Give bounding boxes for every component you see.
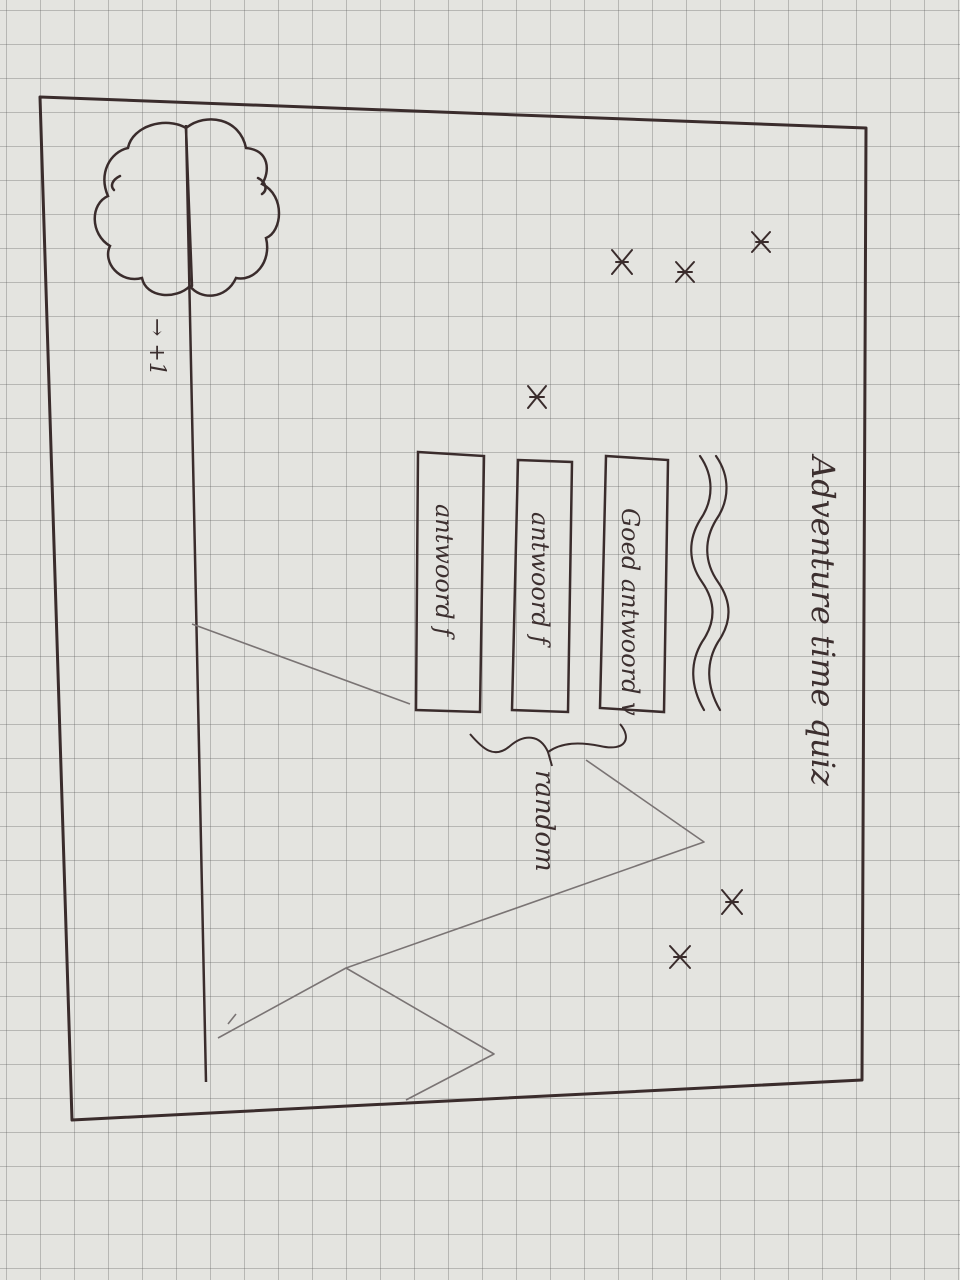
question-text-placeholder (690, 454, 730, 712)
stars (527, 231, 771, 969)
screen-frame (38, 95, 868, 1122)
mountains (191, 623, 705, 1101)
star-icon (611, 249, 633, 275)
answer-button-2[interactable]: antwoord f (510, 458, 574, 714)
answer-button-1[interactable]: Goed antwoord v (598, 454, 670, 716)
star-icon (669, 945, 691, 969)
answers-brace (469, 723, 627, 754)
quiz-title: Adventure time quiz (804, 453, 842, 787)
star-icon (721, 889, 743, 915)
star-icon (527, 385, 547, 409)
answer-label: antwoord f (526, 512, 554, 648)
ground-line (184, 124, 208, 1083)
answer-label: Goed antwoord v (616, 508, 644, 716)
answer-button-3[interactable]: antwoord f (414, 450, 486, 714)
brace-tip (547, 751, 553, 767)
answer-label: antwoord f (430, 504, 458, 640)
score-label: → +1 (144, 318, 169, 376)
random-annotation: random (529, 770, 559, 872)
star-icon (675, 261, 695, 283)
tree-icon (93, 118, 281, 297)
star-icon (751, 231, 771, 253)
